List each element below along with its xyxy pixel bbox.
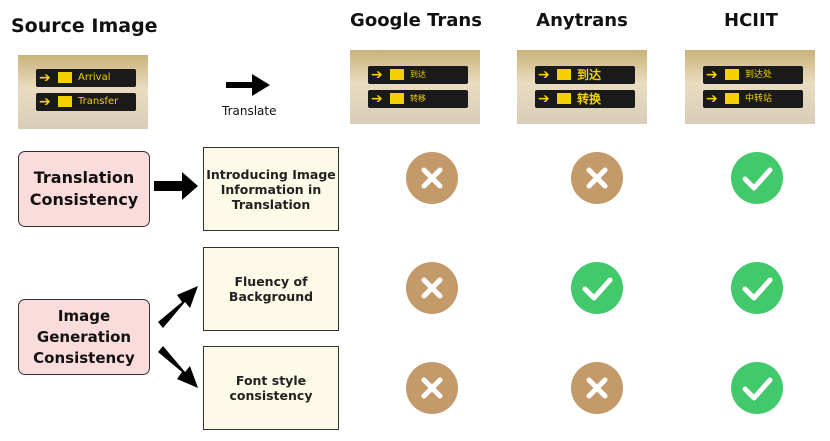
right-arrow-icon: ➔ [538,91,550,107]
sign-text-2: 中转站 [745,94,773,104]
check-icon [571,262,623,314]
sign-line-1: ➔ 到达 [368,66,468,84]
criterion-label: Fluency of Background [228,274,314,304]
anytrans-image: ➔ 到达 ➔ 转换 [517,50,647,124]
right-arrow-icon: ➔ [39,70,51,86]
arrival-icon [58,72,72,83]
cross-icon [571,362,623,414]
right-arrow-icon: ➔ [706,67,718,83]
column-header-hciit: HCIIT [724,10,778,31]
down-right-arrow-icon [158,346,198,388]
column-header-google-trans: Google Trans [350,10,482,31]
criterion-font-style-consistency: Font style consistency [203,346,339,430]
arrival-icon [557,69,571,80]
sign-text-2: 转移 [410,94,426,103]
cross-icon [406,152,458,204]
translate-label: Translate [222,104,277,118]
sign-text-transfer: Transfer [78,96,119,107]
sign-line-1: ➔ 到达处 [703,66,803,84]
transfer-icon [725,93,739,104]
check-icon [731,262,783,314]
criterion-fluency-of-background: Fluency of Background [203,247,339,331]
transfer-icon [390,93,404,104]
category-label: Translation Consistency [29,168,139,209]
hciit-image: ➔ 到达处 ➔ 中转站 [685,50,815,124]
sign-line-2: ➔ 转移 [368,90,468,108]
sign-line-2: ➔ 中转站 [703,90,803,108]
category-label: Image Generation Consistency [33,306,135,367]
sign-transfer: ➔ Transfer [36,93,136,111]
criterion-label: Font style consistency [229,373,313,403]
sign-line-1: ➔ 到达 [535,66,635,84]
cross-icon [406,262,458,314]
google-trans-image: ➔ 到达 ➔ 转移 [350,50,480,124]
right-arrow-icon: ➔ [706,91,718,107]
column-header-anytrans: Anytrans [536,10,628,31]
check-icon [731,152,783,204]
up-right-arrow-icon [158,286,198,328]
arrival-icon [390,69,404,80]
cross-icon [571,152,623,204]
source-image: ➔ Arrival ➔ Transfer [18,55,148,129]
right-arrow-icon: ➔ [371,67,383,83]
cross-icon [406,362,458,414]
translate-arrow-icon [226,74,270,96]
right-arrow-icon: ➔ [538,67,550,83]
criterion-introducing-image-information: Introducing Image Information in Transla… [203,147,339,231]
sign-text-1: 到达 [410,70,426,79]
sign-text-2: 转换 [577,92,602,106]
sign-line-2: ➔ 转换 [535,90,635,108]
category-image-generation-consistency: Image Generation Consistency [18,299,150,375]
check-icon [731,362,783,414]
sign-text-1: 到达处 [745,70,773,80]
category-translation-consistency: Translation Consistency [18,151,150,227]
arrival-icon [725,69,739,80]
transfer-icon [58,96,72,107]
sign-text-1: 到达 [577,68,602,82]
criterion-label: Introducing Image Information in Transla… [206,166,336,212]
sign-arrival: ➔ Arrival [36,69,136,87]
transfer-icon [557,93,571,104]
right-arrow-icon: ➔ [39,94,51,110]
sign-text-arrival: Arrival [78,72,111,83]
right-arrow-icon: ➔ [371,91,383,107]
right-arrow-icon [154,172,198,200]
source-image-title: Source Image [11,15,158,37]
